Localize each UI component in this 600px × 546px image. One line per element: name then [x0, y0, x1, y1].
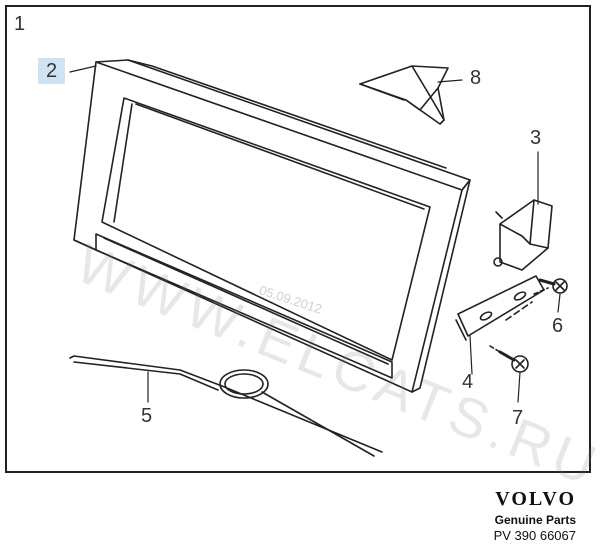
holder-frame [73, 59, 471, 393]
frame-label: 1 [14, 13, 26, 35]
callout-3: 3 [530, 127, 542, 149]
part-code: PV 390 66067 [493, 528, 576, 543]
screw-6 [533, 278, 568, 295]
diagram-frame [5, 5, 591, 473]
callout-7: 7 [512, 407, 524, 429]
callout-6: 6 [552, 315, 564, 337]
brand-block: VOLVO Genuine Parts PV 390 66067 [494, 488, 576, 543]
plate-part [455, 275, 545, 341]
clip-part [359, 65, 449, 125]
leader-lines [69, 65, 561, 403]
screw-7 [489, 345, 529, 373]
callout-2: 2 [38, 58, 66, 84]
spring-wire [69, 355, 383, 457]
callout-4: 4 [462, 371, 474, 393]
callout-8: 8 [470, 67, 482, 89]
volvo-logo: VOLVO [495, 488, 576, 510]
genuine-parts-label: Genuine Parts [494, 513, 576, 527]
bracket-part [493, 199, 553, 271]
callout-5: 5 [141, 405, 153, 427]
